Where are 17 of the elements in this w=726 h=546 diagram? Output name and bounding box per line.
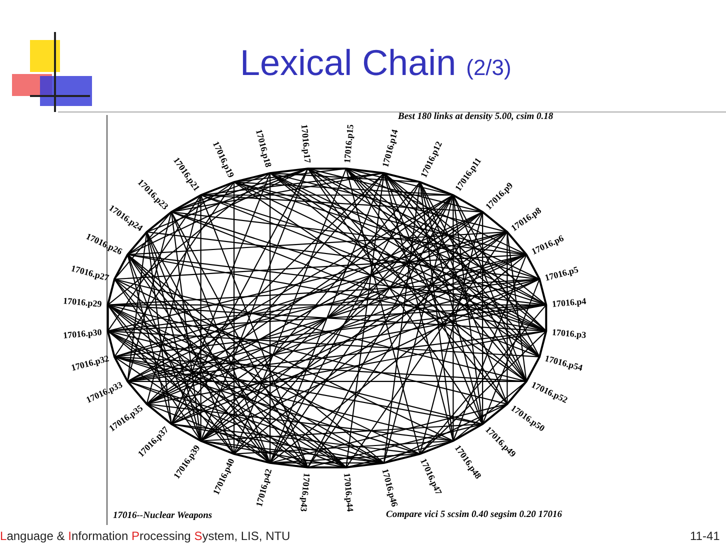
paragraph-label: 17016.p42 bbox=[254, 467, 274, 508]
paragraph-label: 17016.p44 bbox=[342, 472, 356, 512]
chart-note: Compare vici 5 scsim 0.40 segsim 0.20 17016 bbox=[386, 510, 562, 520]
slide-title: Lexical Chain (2/3) bbox=[240, 42, 512, 84]
footer-text: Language & Information Processing System, LIS, NTU bbox=[0, 529, 290, 543]
paragraph-label: 17016.p3 bbox=[552, 326, 587, 340]
chart-note: 17016--Nuclear Weapons bbox=[113, 511, 212, 521]
paragraph-label: 17016.p29 bbox=[62, 296, 102, 310]
paragraph-label: 17016.p5 bbox=[544, 264, 580, 282]
page-number: 11-41 bbox=[690, 529, 720, 543]
paragraph-label: 17016.p15 bbox=[342, 124, 356, 164]
paragraph-label: 17016.p30 bbox=[62, 326, 102, 340]
paragraph-label: 17016.p27 bbox=[70, 262, 110, 282]
paragraph-label: 17016.p4 bbox=[552, 296, 587, 310]
chart-note: Best 180 links at density 5.00, csim 0.18 bbox=[398, 112, 554, 122]
paragraph-label: 17016.p43 bbox=[298, 472, 312, 512]
paragraph-label: 17016.p17 bbox=[298, 124, 312, 164]
